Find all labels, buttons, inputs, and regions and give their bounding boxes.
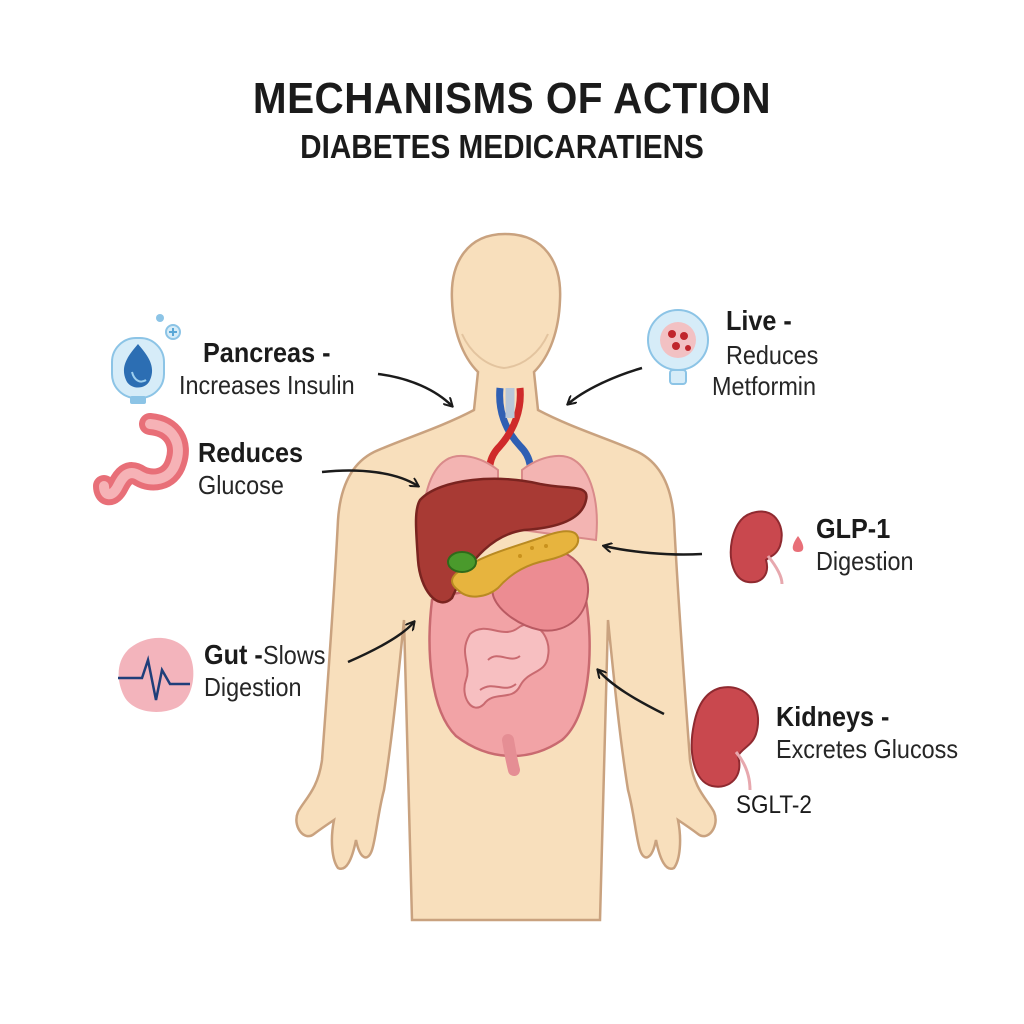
pancreas-description: Increases Insulin	[179, 369, 355, 400]
pointer-arrows	[321, 366, 703, 716]
liver-description-2: Metformin	[712, 370, 817, 401]
kidneys-heading: Kidneys -	[776, 701, 890, 732]
reduces-heading: Reduces	[198, 437, 304, 468]
gut-description: Digestion	[204, 671, 302, 702]
liver-description-1: Reduces	[726, 339, 819, 370]
liver-cell-icon	[647, 309, 709, 385]
reduces-description: Glucose	[198, 469, 284, 500]
sglt2-text: SGLT-2	[736, 791, 812, 819]
liver-heading: Live -	[726, 305, 792, 336]
gut-heading: Gut -	[204, 639, 263, 670]
label-glp1: GLP-1 Digestion	[816, 512, 924, 577]
kidney-large-icon	[690, 686, 760, 791]
glp1-description: Digestion	[816, 545, 914, 576]
pancreas	[451, 530, 580, 598]
gut-pulse-icon	[118, 637, 194, 712]
label-kidneys: Kidneys - Excretes Glucoss	[776, 700, 978, 765]
glp1-heading: GLP-1	[816, 513, 891, 544]
label-reduces-glucose: Reduces Glucose	[198, 436, 315, 501]
kidney-small-icon	[729, 510, 804, 585]
label-liver: Live - Reduces Metformin	[712, 304, 829, 402]
pancreas-drop-icon	[111, 314, 181, 404]
gut-heading-tail: Slows	[263, 640, 326, 670]
kidneys-description: Excretes Glucoss	[776, 733, 959, 764]
page-subtitle: DIABETES MEDICARATIENS	[300, 128, 704, 165]
label-pancreas: Pancreas - Increases Insulin	[179, 336, 374, 401]
intestine-icon	[93, 413, 189, 506]
gallbladder	[447, 551, 477, 573]
sglt2-label: SGLT-2	[736, 790, 820, 820]
label-gut: Gut -Slows Digestion	[204, 638, 333, 703]
pancreas-heading: Pancreas -	[203, 337, 331, 368]
page-title: MECHANISMS OF ACTION	[252, 74, 772, 123]
